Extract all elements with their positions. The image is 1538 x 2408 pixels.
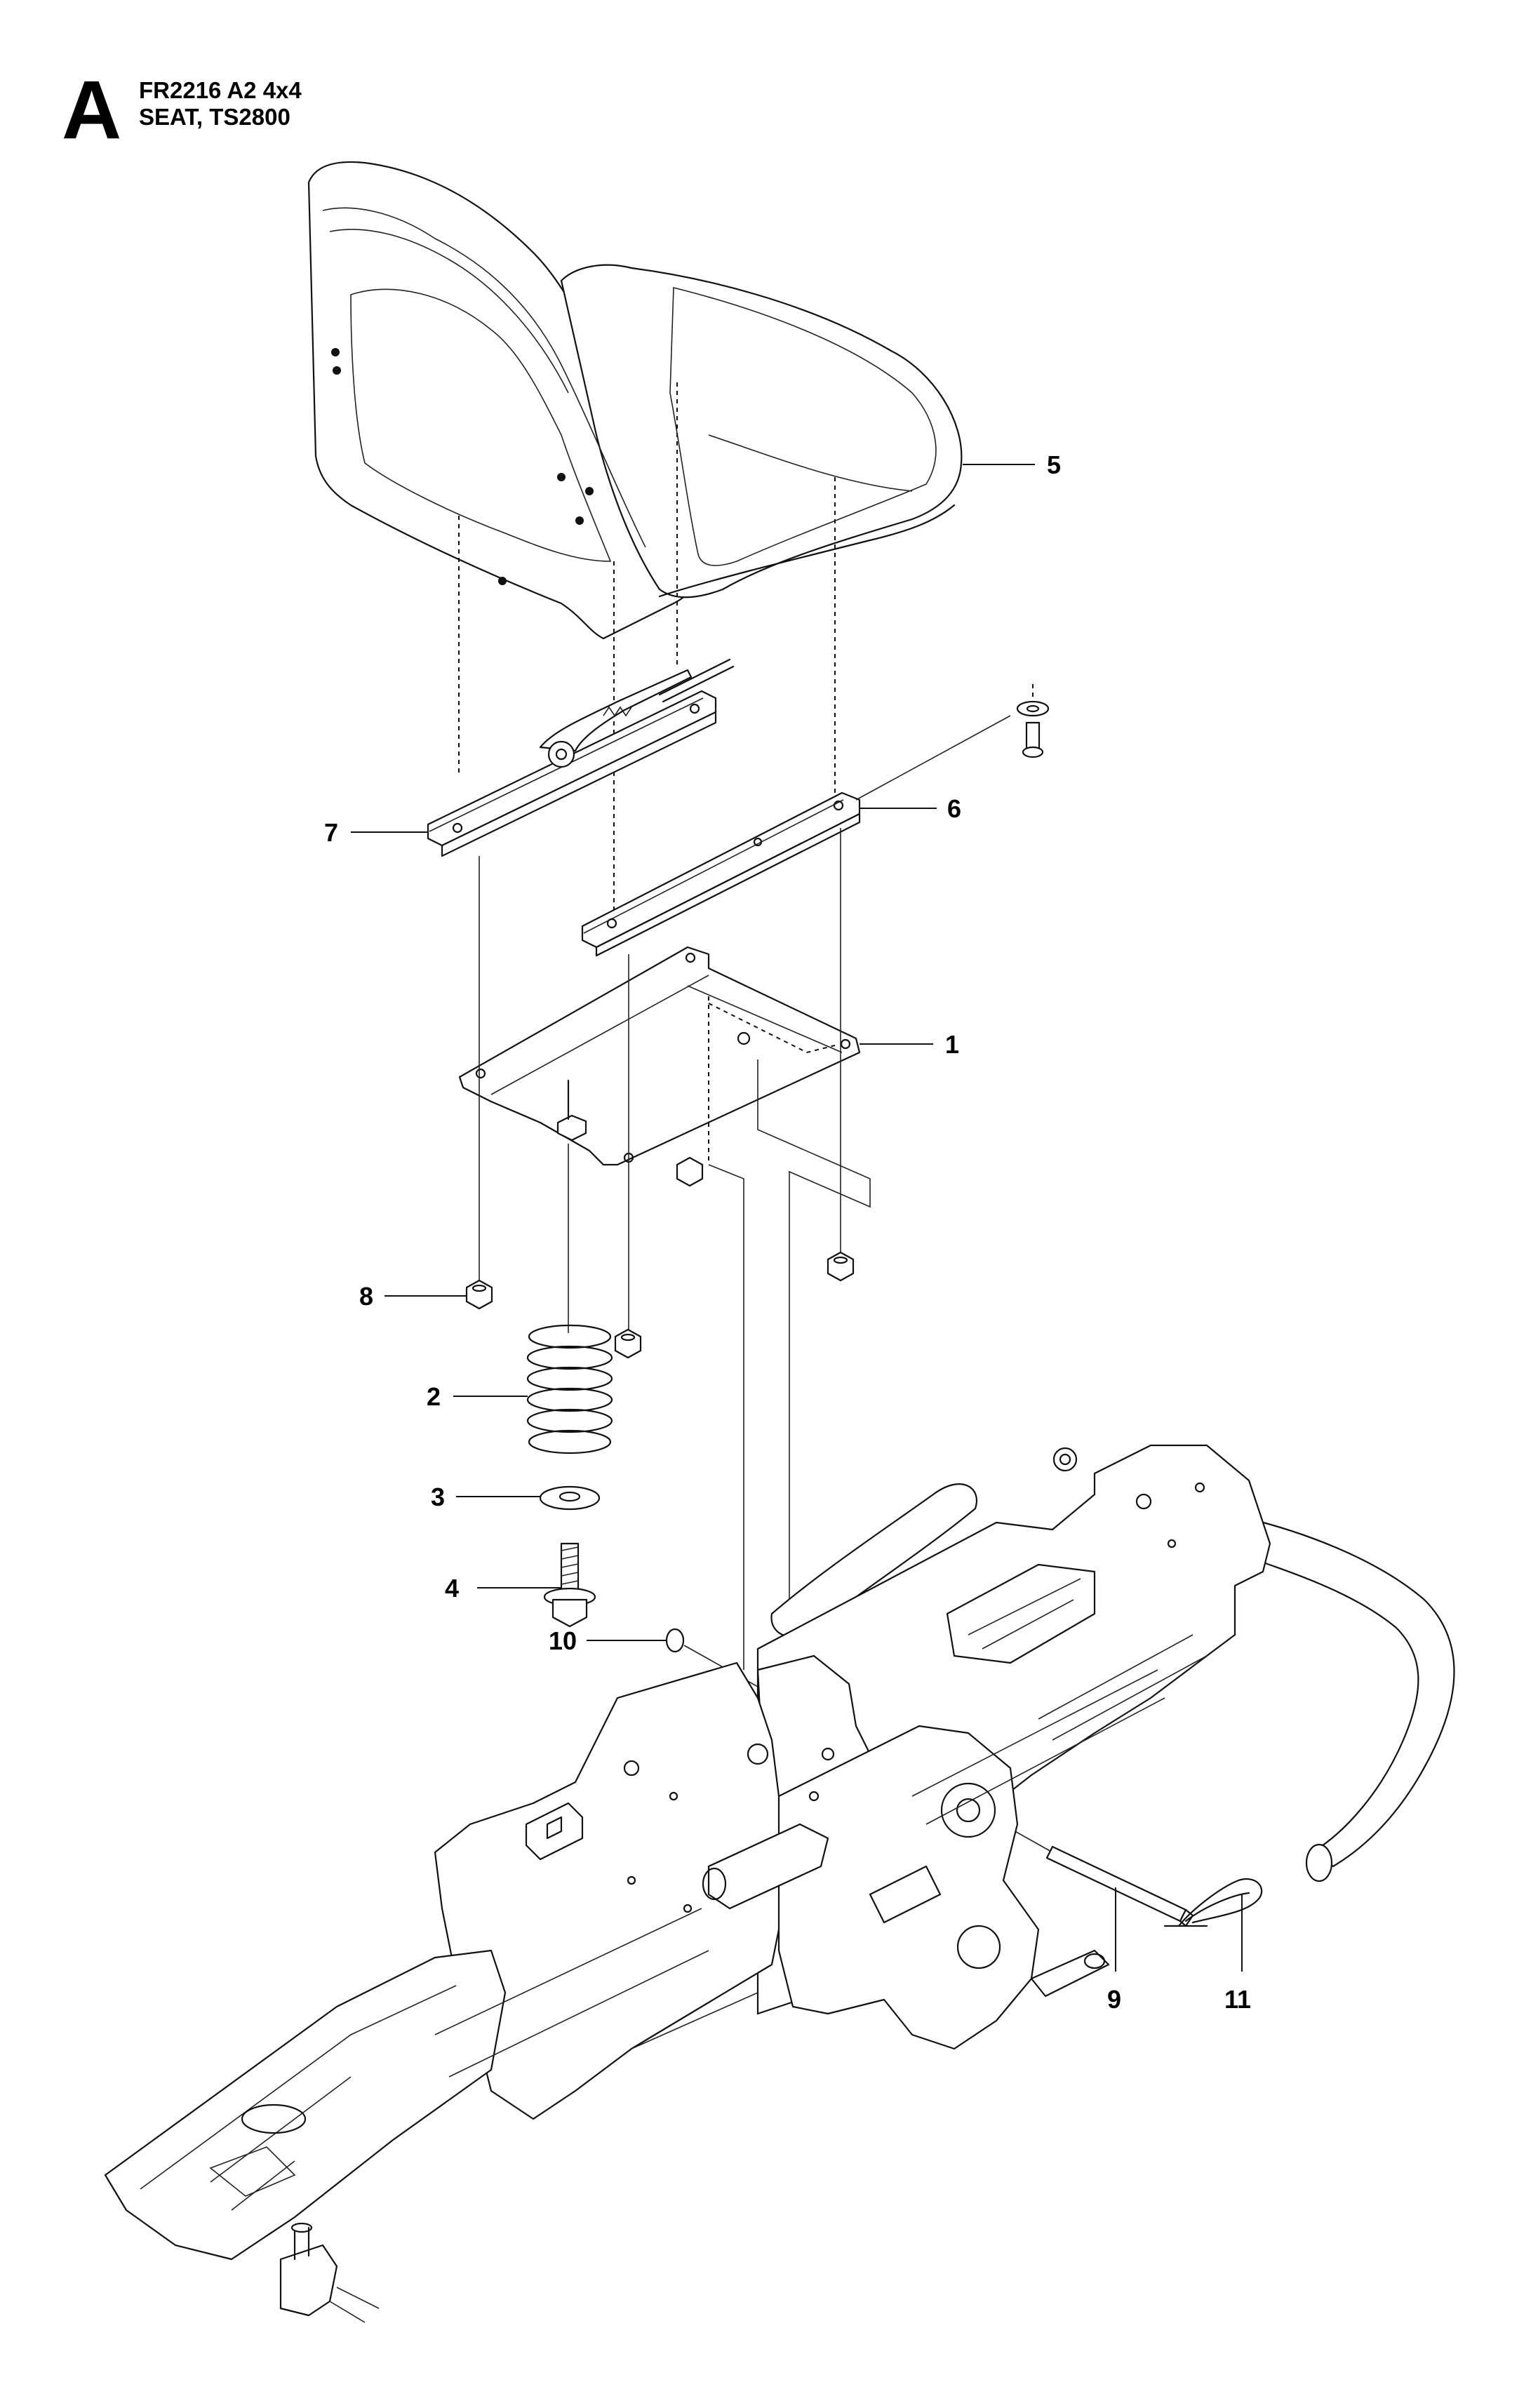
callout-10[interactable]: 10 xyxy=(549,1626,667,1655)
callout-4[interactable]: 4 xyxy=(445,1574,561,1603)
callout-1[interactable]: 1 xyxy=(860,1030,959,1059)
svg-text:7: 7 xyxy=(324,818,338,847)
callout-9[interactable]: 9 xyxy=(1107,1887,1121,2014)
washer-screw-top[interactable] xyxy=(1016,684,1050,758)
svg-text:11: 11 xyxy=(1224,1985,1251,2014)
callout-8[interactable]: 8 xyxy=(359,1282,467,1311)
svg-text:4: 4 xyxy=(445,1574,459,1603)
section-letter: A xyxy=(62,64,122,156)
svg-text:3: 3 xyxy=(431,1483,445,1511)
chassis-frame xyxy=(104,1444,1455,2323)
slide-rail-right[interactable] xyxy=(581,715,1011,957)
callout-2[interactable]: 2 xyxy=(427,1382,528,1411)
coil-spring[interactable] xyxy=(526,1324,613,1454)
svg-text:1: 1 xyxy=(945,1030,959,1059)
callout-6[interactable]: 6 xyxy=(860,794,961,823)
svg-text:10: 10 xyxy=(549,1626,577,1655)
slide-rail-left[interactable] xyxy=(427,658,735,857)
callout-3[interactable]: 3 xyxy=(431,1483,540,1511)
hair-pin-clip[interactable] xyxy=(1177,1878,1263,1927)
callout-11[interactable]: 11 xyxy=(1224,1894,1251,2014)
plate-alignment-lines xyxy=(479,828,871,1705)
svg-text:8: 8 xyxy=(359,1282,373,1311)
svg-text:9: 9 xyxy=(1107,1985,1121,2014)
svg-text:2: 2 xyxy=(427,1382,441,1411)
e-clip[interactable] xyxy=(665,1628,685,1653)
model-title: FR2216 A2 4x4 xyxy=(139,77,302,103)
seat-alignment-lines xyxy=(458,382,836,912)
seat-part[interactable] xyxy=(307,161,963,640)
base-plate[interactable] xyxy=(458,946,861,1166)
svg-text:6: 6 xyxy=(947,794,961,823)
svg-text:5: 5 xyxy=(1047,450,1061,479)
callout-7[interactable]: 7 xyxy=(324,818,428,847)
callout-5[interactable]: 5 xyxy=(963,450,1061,479)
washer[interactable] xyxy=(539,1485,601,1511)
flange-bolt[interactable] xyxy=(543,1542,596,1628)
lock-nuts[interactable] xyxy=(465,1156,855,1359)
assembly-title: SEAT, TS2800 xyxy=(139,104,290,130)
